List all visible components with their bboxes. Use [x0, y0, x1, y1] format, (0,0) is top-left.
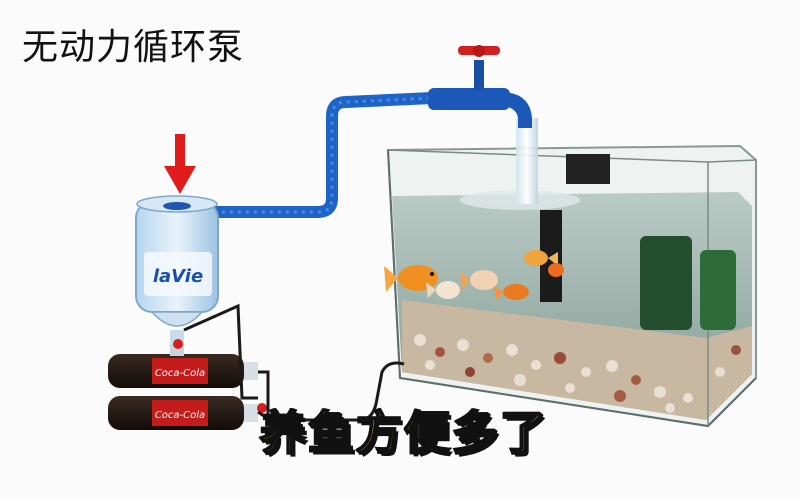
- soda-bottle-top: Coca-Cola: [108, 339, 258, 388]
- soda-brand-label: Coca-Cola: [155, 410, 205, 421]
- title-text: 无动力循环泵: [22, 27, 245, 68]
- red-down-arrow: [164, 134, 196, 194]
- faucet: [428, 45, 532, 128]
- water-stream: [516, 118, 538, 204]
- black-tube-upper: [183, 303, 258, 400]
- filter-box: [566, 154, 610, 184]
- jug-brand-label: laVie: [153, 266, 203, 287]
- goldfish: [524, 250, 558, 266]
- heater: [540, 210, 562, 302]
- soda-bottle-bottom: Coca-Cola: [108, 396, 267, 430]
- goldfish: [460, 270, 498, 290]
- jug-label: [144, 252, 212, 296]
- black-tube-to-tank: [258, 361, 405, 422]
- aquarium-tank: [386, 144, 757, 428]
- goldfish-group: [384, 250, 564, 300]
- soda-brand-label: Coca-Cola: [155, 368, 205, 379]
- caption-text: 养鱼方便多了: [259, 406, 548, 460]
- goldfish: [426, 281, 460, 299]
- sponge-filter: [640, 236, 692, 330]
- water-jug: laVie: [135, 195, 219, 346]
- gravel-pebbles: [414, 334, 741, 413]
- goldfish: [548, 263, 564, 277]
- goldfish: [494, 284, 529, 300]
